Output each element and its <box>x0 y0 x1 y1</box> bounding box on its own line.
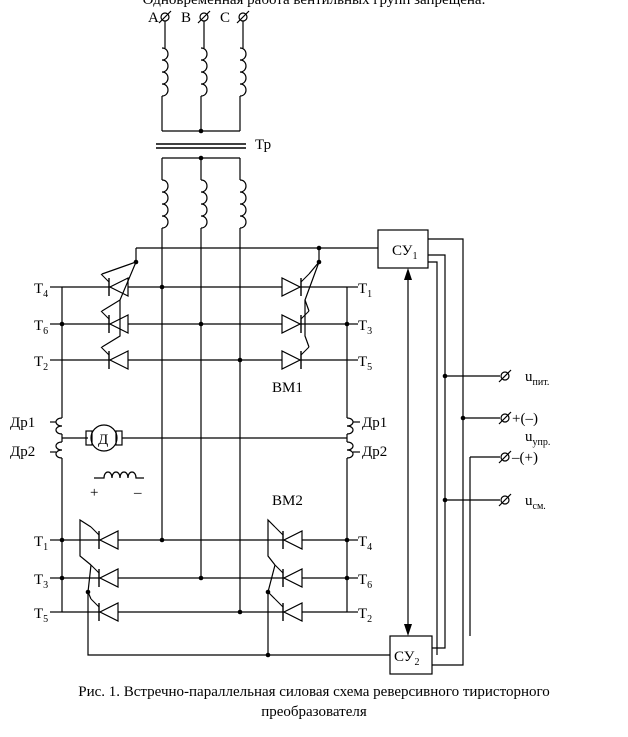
thyristor-icon <box>100 273 310 370</box>
choke-dr2-left-label: Др2 <box>10 444 35 460</box>
figure-caption-line-1: Рис. 1. Встречно-параллельная силовая сх… <box>78 684 550 700</box>
field-minus-label: – <box>133 485 142 501</box>
terminal-icon <box>498 411 512 425</box>
motor-label: Д <box>98 432 108 448</box>
vm1-right-label-1: Т1 <box>358 281 372 300</box>
cu2-label: СУ <box>394 649 415 665</box>
transformer-label: Тр <box>255 137 271 153</box>
field-winding-icon <box>94 471 144 479</box>
phase-c-label: C <box>220 10 230 26</box>
chokes-left <box>50 417 63 540</box>
bias-voltage-label: uсм. <box>525 493 546 512</box>
figure-caption-line-2: преобразователя <box>261 704 367 720</box>
motor: Д + – <box>62 424 347 501</box>
vm1-left-label-3: Т2 <box>34 354 48 373</box>
svg-text:СУ1: СУ1 <box>392 243 417 262</box>
chokes-right <box>346 417 360 540</box>
interlock-arrow-icon <box>404 268 412 636</box>
vm2-left-label-1: Т1 <box>34 534 48 553</box>
vm2-right-label-2: Т6 <box>358 572 372 591</box>
motor-icon <box>90 424 118 452</box>
bridge-vm2 <box>50 518 390 658</box>
vm1-label: ВМ1 <box>272 380 303 396</box>
vm1-left-label-1: Т4 <box>34 281 48 300</box>
phase-terminals: A B C <box>148 10 250 26</box>
thyristor-icon <box>90 526 303 622</box>
choke-dr2-right-label: Др2 <box>362 444 387 460</box>
control-unit-2: СУ2 <box>389 635 433 675</box>
top-text-fragment: Одновременная работа вентильных групп за… <box>142 0 486 8</box>
control-negative-label: –(+) <box>511 450 538 466</box>
bridge-vm1 <box>50 245 378 418</box>
phase-a-label: A <box>148 10 159 26</box>
transformer-primary <box>161 21 247 134</box>
choke-dr1-right-label: Др1 <box>362 415 387 431</box>
vm2-label: ВМ2 <box>272 493 303 509</box>
phase-buses <box>161 228 241 612</box>
control-positive-label: +(–) <box>512 411 538 427</box>
svg-text:СУ2: СУ2 <box>394 649 419 668</box>
choke-dr1-left-label: Др1 <box>10 415 35 431</box>
control-wiring <box>428 238 500 666</box>
control-unit-1: СУ1 <box>377 229 429 269</box>
terminal-icon <box>498 369 512 383</box>
field-plus-label: + <box>90 485 98 501</box>
vm2-left-label-2: Т3 <box>34 572 48 591</box>
vm1-right-label-3: Т5 <box>358 354 372 373</box>
vm1-left-label-2: Т6 <box>34 318 48 337</box>
brush-left-icon <box>85 430 93 446</box>
vm2-right-label-3: Т2 <box>358 606 372 625</box>
vm2-right-label-1: Т4 <box>358 534 372 553</box>
control-voltage-label: uупр. <box>525 429 550 448</box>
output-terminals <box>498 369 512 507</box>
terminal-icon <box>498 450 512 464</box>
cu1-label: СУ <box>392 243 413 259</box>
supply-voltage-label: uпит. <box>525 369 549 388</box>
vm1-right-label-2: Т3 <box>358 318 372 337</box>
transformer-core <box>156 143 246 149</box>
transformer-secondary <box>161 155 247 229</box>
vm2-left-label-3: Т5 <box>34 606 48 625</box>
terminal-icon <box>498 493 512 507</box>
phase-b-label: B <box>181 10 191 26</box>
